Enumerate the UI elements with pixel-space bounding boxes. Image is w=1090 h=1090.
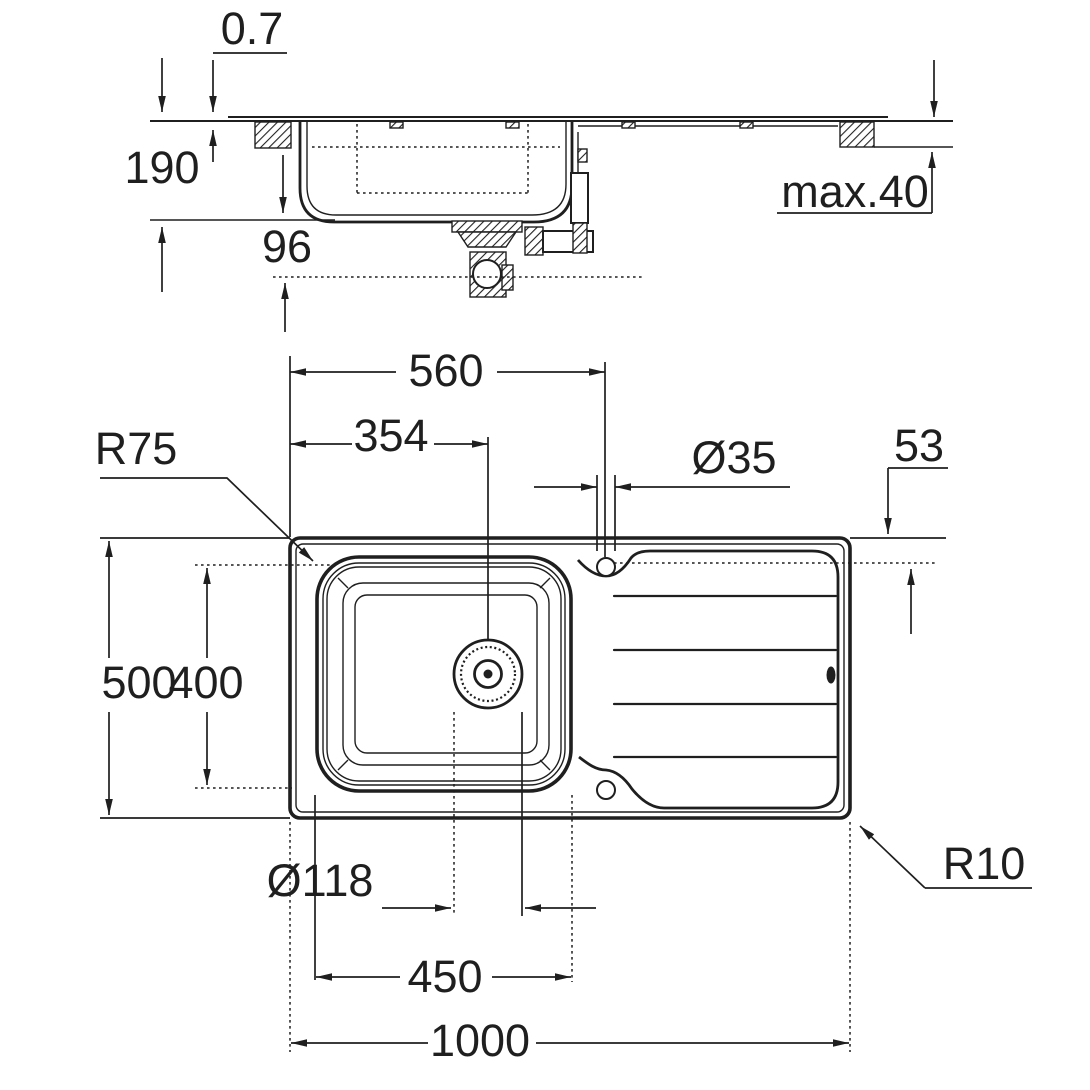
dim-label-rim-thickness: 0.7 (221, 3, 284, 54)
sink-outline (288, 536, 852, 820)
overflow-fitting (577, 148, 588, 163)
overflow-slot (826, 666, 836, 684)
drainer-outline (576, 549, 840, 810)
dim-label-drainer-top-inset: 53 (894, 420, 944, 471)
sink-inner-edge (295, 543, 845, 813)
worktop-cut-hatch-right (839, 121, 875, 148)
dim-label-tap-hole-offset: 560 (408, 345, 483, 396)
dim-leader-bowl-radius (100, 477, 314, 562)
dim-label-overall-width: 500 (101, 657, 176, 708)
drain-knurled-ring (459, 645, 517, 703)
dim-label-bowl-depth: 190 (124, 142, 199, 193)
dim-label-overall-length: 1000 (430, 1015, 530, 1066)
bowl-well (342, 582, 550, 766)
dim-label-worktop-thickness: max.40 (781, 166, 929, 217)
plan-view-dimensions: 560 354 R75 Ø35 53 500 400 Ø118 (95, 345, 1032, 1066)
clip-mark (389, 121, 404, 129)
extension-lines (100, 356, 946, 1052)
bowl-corner-facets (337, 577, 551, 771)
dim-label-bowl-width: 400 (168, 657, 243, 708)
dim-label-outer-corner-radius: R10 (943, 838, 1026, 889)
ext-line (100, 537, 290, 819)
coupling-nut (524, 226, 544, 256)
drain-center (483, 669, 493, 679)
trap-nut-circle (472, 259, 502, 289)
drain-funnel (456, 231, 518, 248)
bowl-inner-wall (306, 122, 567, 216)
side-section-view: 0.7 190 96 max.40 (124, 3, 953, 332)
dim-label-bowl-corner-radius: R75 (95, 423, 178, 474)
worktop-cut-hatch-left (254, 121, 292, 149)
drain-inner-ring (473, 659, 503, 689)
dim-label-drain-diameter: Ø118 (267, 855, 374, 906)
bowl-outline (315, 555, 573, 793)
dim-leader-corner-radius (859, 825, 926, 889)
dim-label-trap-offset: 96 (262, 221, 312, 272)
clip-mark (505, 121, 520, 129)
overflow-pipe (570, 172, 589, 224)
bowl-rim-inner2 (326, 566, 562, 782)
bowl-base (354, 594, 538, 754)
dim-label-bowl-length: 450 (407, 951, 482, 1002)
bowl-rim-outer (315, 555, 573, 793)
dim-label-tap-hole-diameter: Ø35 (691, 432, 776, 483)
overflow-connector (572, 222, 588, 254)
drainer-board (576, 549, 840, 810)
ext-line-dotted (289, 822, 851, 1052)
clip-mark (621, 121, 636, 129)
accessory-hole (596, 780, 616, 800)
drain-flange (451, 220, 523, 233)
tap-hole (596, 557, 616, 577)
ext-line-dotted (195, 564, 330, 789)
bowl-rim-inner (322, 562, 566, 786)
side-view-dimensions: 0.7 190 96 max.40 (124, 3, 938, 332)
dim-label-drain-offset: 354 (353, 410, 428, 461)
plan-view: 560 354 R75 Ø35 53 500 400 Ø118 (95, 345, 1032, 1066)
clip-mark (739, 121, 754, 129)
